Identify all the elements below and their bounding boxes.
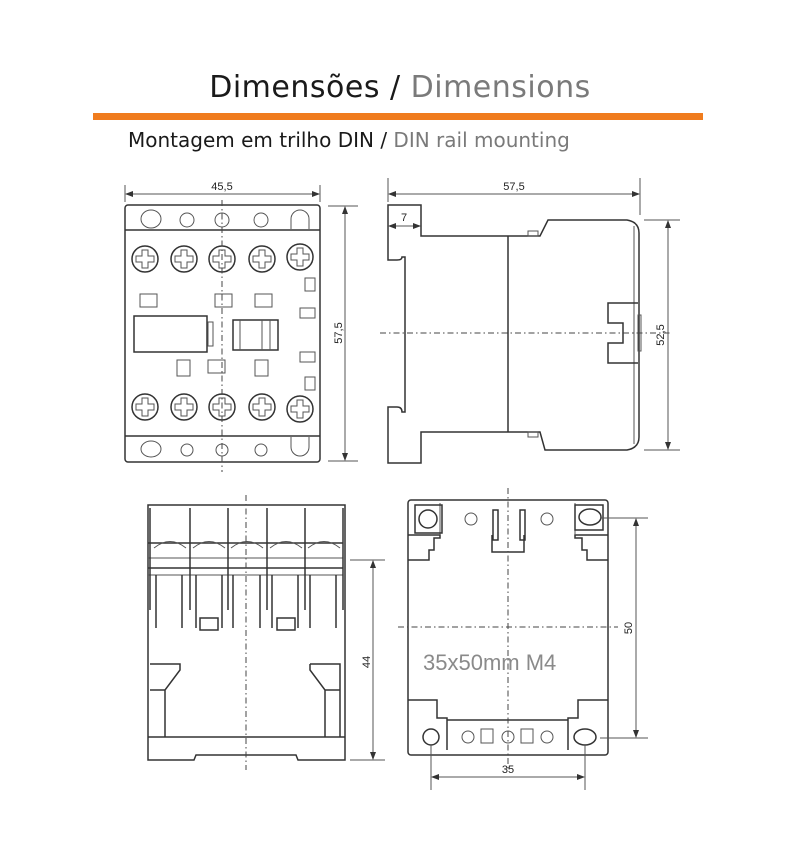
subtitle-separator: / [373,128,394,152]
title-en: Dimensions [410,70,591,105]
width-dimension: 45,5 [211,181,232,193]
orange-divider [93,113,703,120]
rail-dimension: 7 [401,212,407,224]
front-view: 45,5 57,5 [124,181,358,472]
page-title: Dimensões / Dimensions [0,70,800,105]
terminal-view: 44 [147,495,385,770]
subtitle-en: DIN rail mounting [393,128,570,152]
mount-width-dimension: 35 [502,764,514,776]
mount-height-dimension: 50 [623,622,635,634]
terminal-height-dimension: 44 [361,656,373,668]
rear-view: 35x50mm M4 50 35 [398,488,648,790]
title-pt: Dimensões [209,70,380,105]
height-dimension: 57,5 [333,322,345,343]
side-view: 57,5 7 52,5 [380,178,680,464]
subtitle-pt: Montagem em trilho DIN [128,128,374,152]
subtitle: Montagem em trilho DIN / DIN rail mounti… [128,128,570,152]
depth-dimension: 57,5 [503,181,524,193]
side-height-dimension: 52,5 [655,324,667,345]
title-separator: / [379,70,411,105]
mounting-label: 35x50mm M4 [423,650,556,675]
